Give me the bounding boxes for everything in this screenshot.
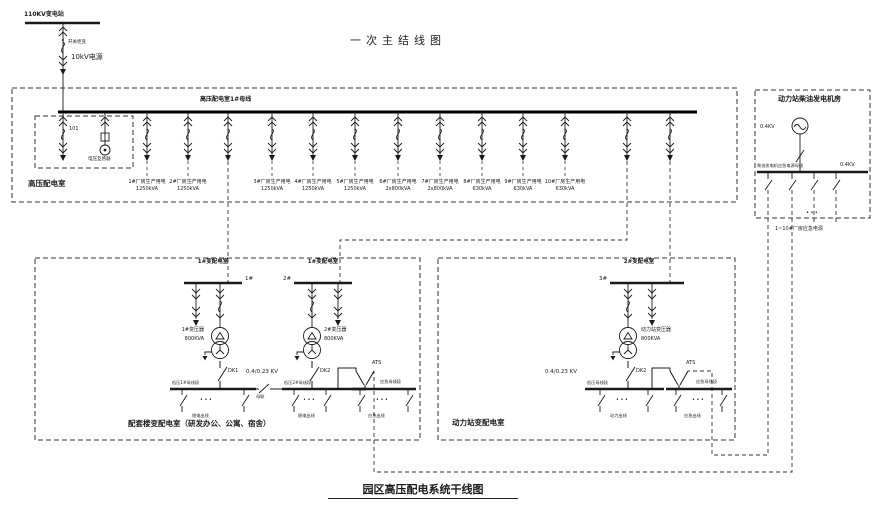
incoming-source-line	[25, 21, 100, 112]
generator-icon	[757, 117, 868, 174]
section2-bus-tag: 2#	[283, 276, 292, 282]
substation1-caption: 配套楼变配电室（研发办公、公寓、宿舍）	[128, 419, 271, 428]
more-feeders-dots: •••	[200, 397, 214, 403]
breaker-dk1-label: DK1	[228, 368, 239, 374]
ats2-outgoing: 应急出线	[684, 413, 701, 418]
breaker-dk3-label: DK2	[636, 368, 647, 374]
ats1-label: ATS	[372, 360, 382, 366]
page-title: 一次主结线图	[350, 34, 446, 47]
more-feeders-dots: •••	[692, 397, 706, 403]
substation1-boundary	[34, 257, 421, 441]
source-substation-label: 110KV变电站	[24, 11, 64, 18]
substation2-boundary	[437, 257, 736, 441]
lv-bus1-outgoing: 馈电出线	[192, 413, 209, 418]
ats2-icon	[651, 367, 732, 391]
generator-outgoing-label: 1~10#厂房应急电源	[775, 226, 823, 232]
source-switchgear-label: 开关柜变	[68, 40, 86, 45]
source-supply-label: 10kV电源	[71, 53, 103, 61]
breaker-dk2-label: DK2	[320, 368, 331, 374]
transformer3-name: 动力站变压器	[641, 327, 672, 333]
section2	[256, 281, 366, 394]
substation2-caption: 动力站变配电室	[452, 418, 505, 427]
lv-bus2-outgoing: 馈电出线	[298, 413, 315, 418]
section1-bus-tag: 1#	[245, 276, 254, 282]
pt-bay	[99, 112, 111, 156]
more-feeders-dots: •••	[303, 397, 317, 403]
ats1-icon	[337, 367, 416, 391]
generator-bus-label: 柴油发电机应急电源母线	[757, 163, 804, 168]
transformer2-capacity: 800KVA	[324, 336, 344, 342]
bus-tie-label: 母联	[256, 394, 265, 399]
lv-voltage-label: 0.4/0.23 KV	[246, 369, 278, 375]
transformer1-capacity: 800KVA	[184, 336, 204, 342]
bus-tie-switch	[258, 383, 270, 394]
generator-room-caption: 动力站柴油发电机房	[778, 95, 841, 103]
hv-room-boundary	[11, 87, 738, 203]
incoming-bay-boundary	[34, 115, 134, 169]
generator-voltage-label: 0.4KV	[760, 124, 775, 130]
more-feeders-dots: •••	[376, 397, 390, 403]
feeder-bays	[142, 111, 675, 162]
generator-cable-routes	[373, 190, 837, 473]
ats1-bus-label: 应急母线段	[380, 379, 401, 384]
transformer2-name: 2#变压器	[324, 327, 347, 333]
section1	[170, 281, 256, 391]
section3-bus-tag: 3#	[599, 276, 608, 282]
lv-bus3-outgoing: 动力出线	[610, 413, 627, 418]
incoming-breaker-bay	[58, 111, 68, 162]
incoming-breaker-id: 101	[69, 126, 79, 132]
generator-room-boundary	[754, 89, 871, 219]
more-feeders-dots: •••	[806, 210, 820, 216]
ats1-outgoing: 应急出线	[368, 413, 385, 418]
hv-bus-label: 高压配电室1#母线	[200, 96, 252, 103]
lv-bus1-label: 低压1#母线段	[172, 380, 200, 385]
hv-room-name: 高压配电室	[28, 179, 66, 188]
ats2-bus-label: 应急母线段	[696, 379, 717, 384]
section2-title: 1#变配电室	[307, 259, 339, 265]
transformer3-capacity: 800KVA	[641, 336, 661, 342]
generator-bus-voltage: 0.4KV	[840, 162, 855, 168]
feeder-tails	[146, 161, 566, 178]
lv-bus3-label: 低压母线段	[587, 380, 608, 385]
sheet-title: 园区高压配电系统干线图	[328, 483, 518, 500]
transformer1-name: 1#变压器	[181, 327, 204, 333]
section3	[585, 281, 684, 391]
hv-cable-routes	[227, 161, 671, 283]
more-feeders-dots: •••	[616, 397, 630, 403]
pt-label: 电压互感器	[88, 157, 111, 162]
ats2-label: ATS	[686, 360, 696, 366]
lv-bus2-label: 低压2#母线段	[284, 380, 312, 385]
lv-voltage-label2: 0.4/0.23 KV	[545, 369, 577, 375]
section3-title: 2#变配电室	[623, 259, 655, 265]
section1-title: 1#变配电室	[197, 259, 229, 265]
